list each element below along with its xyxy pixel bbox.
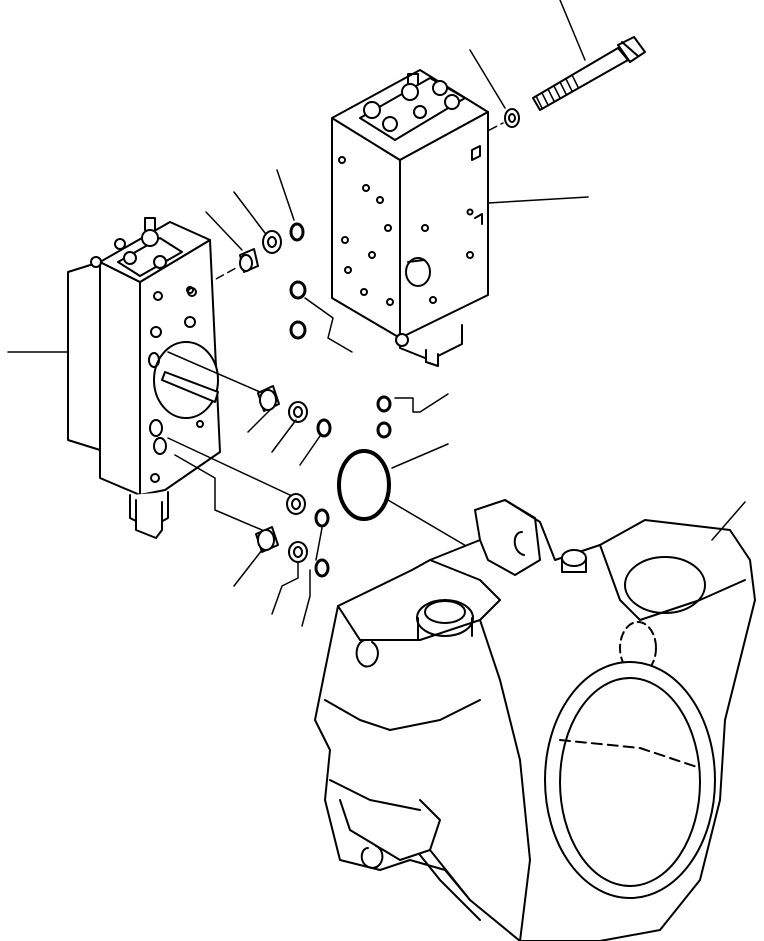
leader-line-bushing-2 bbox=[206, 212, 242, 250]
leader-line-bushing-lower-2 bbox=[234, 550, 262, 586]
bushing-upper-2 bbox=[240, 249, 258, 272]
bolt bbox=[533, 37, 645, 110]
leader-line-housing bbox=[712, 502, 745, 540]
leader-line-bushing-mid-1 bbox=[248, 410, 270, 432]
leader-line-bushing-1 bbox=[234, 192, 265, 233]
bracket-lower-orings bbox=[302, 528, 322, 626]
leader-line-bolt bbox=[560, 0, 585, 60]
bushing-lower-2 bbox=[256, 527, 278, 552]
o-ring-mid bbox=[318, 420, 330, 436]
leader-line-bushing-mid-2 bbox=[272, 420, 296, 452]
bracket-orings bbox=[305, 298, 352, 352]
bushing-lower-1 bbox=[287, 494, 305, 514]
leader-line-washer bbox=[470, 50, 505, 108]
bushing-mid-1 bbox=[258, 386, 279, 411]
leader-line-oring-top bbox=[277, 170, 294, 220]
bracket-oring-pair bbox=[395, 394, 448, 412]
leader-line-large-oring bbox=[392, 444, 448, 468]
bracket-lower-3 bbox=[272, 562, 298, 614]
bushing-mid-2 bbox=[289, 402, 307, 422]
bushing-lower-3 bbox=[289, 542, 307, 562]
leader-line-oring-mid bbox=[300, 436, 320, 465]
left-valve-block bbox=[68, 218, 220, 538]
washer bbox=[505, 109, 519, 127]
o-rings-lower bbox=[316, 510, 328, 576]
o-rings-upper bbox=[291, 224, 305, 338]
upper-valve-block bbox=[332, 70, 488, 366]
dash-line-mid-1 bbox=[168, 352, 260, 392]
o-rings-pair bbox=[378, 397, 390, 437]
leader-line-upper-block bbox=[488, 197, 588, 203]
dash-line-mid-2 bbox=[168, 438, 292, 496]
pump-housing bbox=[315, 500, 755, 941]
bracket-lower-left bbox=[175, 455, 262, 530]
bushing-upper-1 bbox=[263, 231, 281, 253]
large-o-ring bbox=[339, 451, 389, 519]
